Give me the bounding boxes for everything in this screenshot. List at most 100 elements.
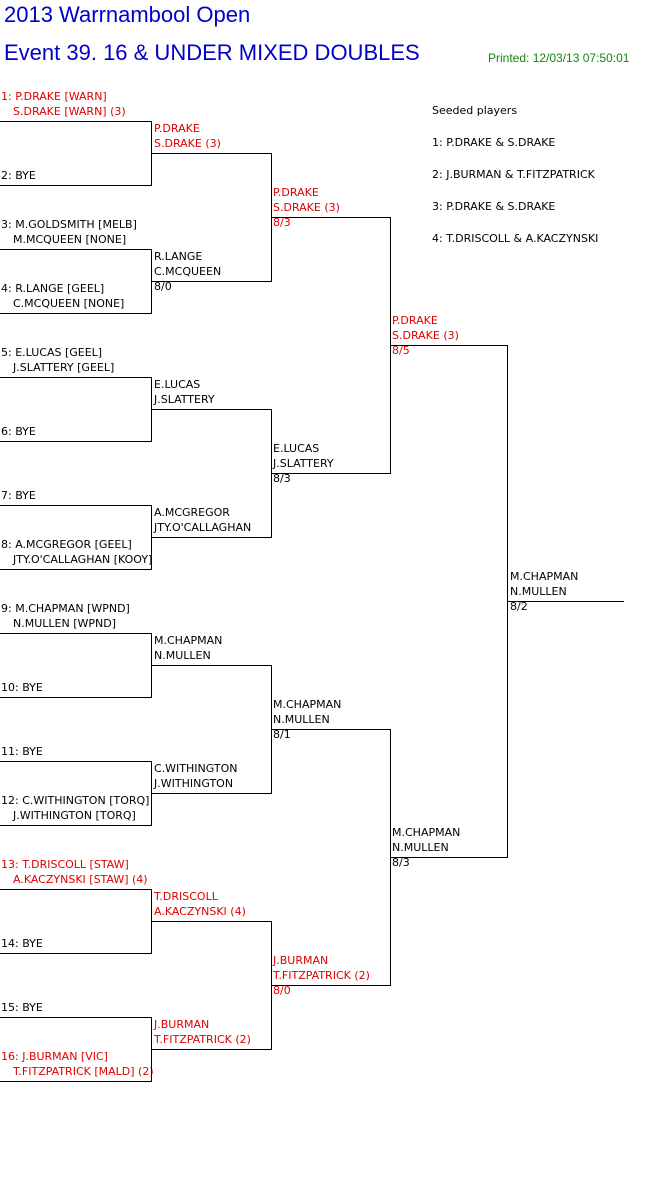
- draw-entry-partner: 14: BYE: [1, 937, 43, 950]
- match-winner-partner: T.FITZPATRICK (2): [154, 1033, 251, 1046]
- bracket-connector: [151, 889, 152, 954]
- bracket-line: [0, 569, 152, 570]
- match-winner-partner: N.MULLEN: [392, 841, 449, 854]
- match-winner: P.DRAKE: [154, 122, 200, 135]
- match-winner: P.DRAKE: [392, 314, 438, 327]
- draw-entry-partner: 15: BYE: [1, 1001, 43, 1014]
- match-winner: J.BURMAN: [154, 1018, 210, 1031]
- bracket-line: [271, 473, 391, 474]
- match-winner: R.LANGE: [154, 250, 203, 263]
- match-winner-partner: J.SLATTERY: [273, 457, 334, 470]
- bracket-line: [0, 761, 152, 762]
- bracket-line: [508, 601, 624, 602]
- bracket-line: [0, 1017, 152, 1018]
- draw-entry-partner: 10: BYE: [1, 681, 43, 694]
- match-winner: C.WITHINGTON: [154, 762, 238, 775]
- draw-entry-partner: 7: BYE: [1, 489, 36, 502]
- draw-entry-partner: N.MULLEN [WPND]: [13, 617, 116, 630]
- seeded-heading: Seeded players: [432, 104, 518, 117]
- bracket-line: [390, 857, 508, 858]
- bracket-line: [0, 505, 152, 506]
- draw-entry-partner: S.DRAKE [WARN] (3): [13, 105, 126, 118]
- draw-entry-name: 12: C.WITHINGTON [TORQ]: [1, 794, 150, 807]
- bracket-line: [0, 377, 152, 378]
- draw-entry-partner: 6: BYE: [1, 425, 36, 438]
- draw-entry-name: 8: A.MCGREGOR [GEEL]: [1, 538, 132, 551]
- bracket-line: [152, 281, 272, 282]
- match-winner-partner: N.MULLEN: [510, 585, 567, 598]
- seeded-entry: 4: T.DRISCOLL & A.KACZYNSKI: [432, 232, 599, 245]
- draw-entry-name: 4: R.LANGE [GEEL]: [1, 282, 105, 295]
- bracket-line: [0, 825, 152, 826]
- match-winner-partner: T.FITZPATRICK (2): [273, 969, 370, 982]
- match-winner-partner: C.MCQUEEN: [154, 265, 222, 278]
- bracket-line: [152, 793, 272, 794]
- bracket-connector: [151, 249, 152, 314]
- match-winner: E.LUCAS: [154, 378, 201, 391]
- bracket-line: [0, 953, 152, 954]
- match-winner: M.CHAPMAN: [154, 634, 223, 647]
- seeded-players-list: Seeded players 1: P.DRAKE & S.DRAKE 2: J…: [432, 103, 598, 263]
- bracket-line: [0, 249, 152, 250]
- bracket-line: [0, 185, 152, 186]
- draw-entry-name: 13: T.DRISCOLL [STAW]: [1, 858, 129, 871]
- match-score: 8/5: [392, 344, 410, 357]
- draw-entry-partner: T.FITZPATRICK [MALD] (2): [13, 1065, 154, 1078]
- seeded-entry: 1: P.DRAKE & S.DRAKE: [432, 136, 556, 149]
- match-score: 8/3: [273, 216, 291, 229]
- draw-entry-partner: J.SLATTERY [GEEL]: [13, 361, 115, 374]
- tournament-title: 2013 Warrnambool Open: [4, 2, 251, 27]
- draw-entry-partner: JTY.O'CALLAGHAN [KOOY]: [13, 553, 153, 566]
- bracket-line: [390, 345, 508, 346]
- match-winner: M.CHAPMAN: [510, 570, 579, 583]
- bracket-connector: [151, 633, 152, 698]
- draw-entry-name: 1: P.DRAKE [WARN]: [1, 90, 107, 103]
- bracket-line: [0, 313, 152, 314]
- match-winner-partner: J.WITHINGTON: [154, 777, 234, 790]
- match-score: 8/3: [273, 472, 291, 485]
- bracket-line: [0, 1081, 152, 1082]
- bracket-line: [0, 889, 152, 890]
- match-score: 8/0: [154, 280, 172, 293]
- match-winner: J.BURMAN: [273, 954, 329, 967]
- match-winner: T.DRISCOLL: [154, 890, 218, 903]
- draw-entry-partner: C.MCQUEEN [NONE]: [13, 297, 125, 310]
- match-winner: E.LUCAS: [273, 442, 320, 455]
- seeded-entry: 3: P.DRAKE & S.DRAKE: [432, 200, 556, 213]
- bracket-line: [152, 1049, 272, 1050]
- match-score: 8/2: [510, 600, 528, 613]
- match-score: 8/1: [273, 728, 291, 741]
- seeded-entry: 2: J.BURMAN & T.FITZPATRICK: [432, 168, 595, 181]
- bracket-line: [0, 441, 152, 442]
- match-score: 8/3: [392, 856, 410, 869]
- bracket-connector: [507, 345, 508, 858]
- bracket-line: [152, 153, 272, 154]
- match-winner-partner: JTY.O'CALLAGHAN: [154, 521, 252, 534]
- draw-entry-name: 16: J.BURMAN [VIC]: [1, 1050, 108, 1063]
- bracket-line: [152, 921, 272, 922]
- bracket-connector: [151, 377, 152, 442]
- bracket-line: [271, 729, 391, 730]
- bracket-connector: [151, 761, 152, 826]
- draw-entry-partner: A.KACZYNSKI [STAW] (4): [13, 873, 148, 886]
- draw-entry-name: 5: E.LUCAS [GEEL]: [1, 346, 103, 359]
- bracket-line: [152, 537, 272, 538]
- draw-entry-partner: 2: BYE: [1, 169, 36, 182]
- match-winner: A.MCGREGOR: [154, 506, 230, 519]
- match-winner-partner: A.KACZYNSKI (4): [154, 905, 246, 918]
- match-winner: P.DRAKE: [273, 186, 319, 199]
- bracket-connector: [151, 505, 152, 570]
- match-winner-partner: J.SLATTERY: [154, 393, 215, 406]
- bracket-line: [0, 633, 152, 634]
- bracket-connector: [151, 121, 152, 186]
- bracket-line: [0, 697, 152, 698]
- match-winner: M.CHAPMAN: [273, 698, 342, 711]
- match-winner-partner: S.DRAKE (3): [273, 201, 340, 214]
- match-winner-partner: S.DRAKE (3): [392, 329, 459, 342]
- match-winner: M.CHAPMAN: [392, 826, 461, 839]
- bracket-connector: [151, 1017, 152, 1082]
- bracket-line: [0, 121, 152, 122]
- match-winner-partner: N.MULLEN: [273, 713, 330, 726]
- bracket-line: [271, 217, 391, 218]
- draw-entry-partner: 11: BYE: [1, 745, 43, 758]
